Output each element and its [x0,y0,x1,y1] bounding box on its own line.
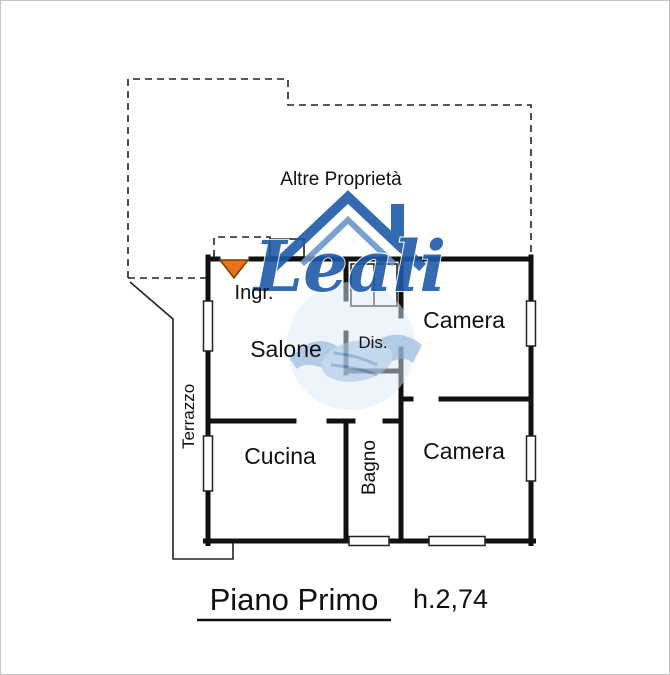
label-cucina: Cucina [244,443,316,469]
house-roof-icon [269,190,427,272]
windows [202,300,537,547]
house-inner-roof-icon [299,215,397,267]
terrazzo-edge [129,281,234,560]
terrazzo-outline [129,281,234,560]
salone-window [202,300,214,352]
cucina-window [202,435,214,492]
label-altre-proprieta: Altre Proprietà [280,169,402,190]
closet [350,263,398,307]
entrance-marker-icon [218,259,250,280]
bagno-window [348,535,390,547]
dashed-outline [127,78,532,278]
camera-bottom-right-window [525,435,537,482]
label-bagno: Bagno [359,440,380,495]
handshake-icon [290,334,422,382]
caption: Piano Primo h.2,74 [197,582,488,622]
house-chimney-icon [391,204,404,238]
label-salone: Salone [250,336,322,362]
caption-height-note: h.2,74 [413,584,488,614]
handshake-clasp [321,340,393,382]
watermark: Leali [251,190,447,410]
label-disimpegno: Dis. [358,333,387,352]
camera-bottom-window [428,535,486,547]
room-labels: Altre Proprietà Ingr. Salone Dis. Camera… [179,169,505,495]
handshake-fingers [330,351,378,377]
watermark-brand-text: Leali [252,225,446,308]
label-terrazzo: Terrazzo [179,384,198,449]
caption-title: Piano Primo [210,582,379,617]
label-camera-top: Camera [423,307,505,333]
label-camera-bottom: Camera [423,438,505,464]
camera-top-window [525,300,537,347]
apartment-walls [203,254,536,546]
label-ingresso: Ingr. [235,282,274,304]
